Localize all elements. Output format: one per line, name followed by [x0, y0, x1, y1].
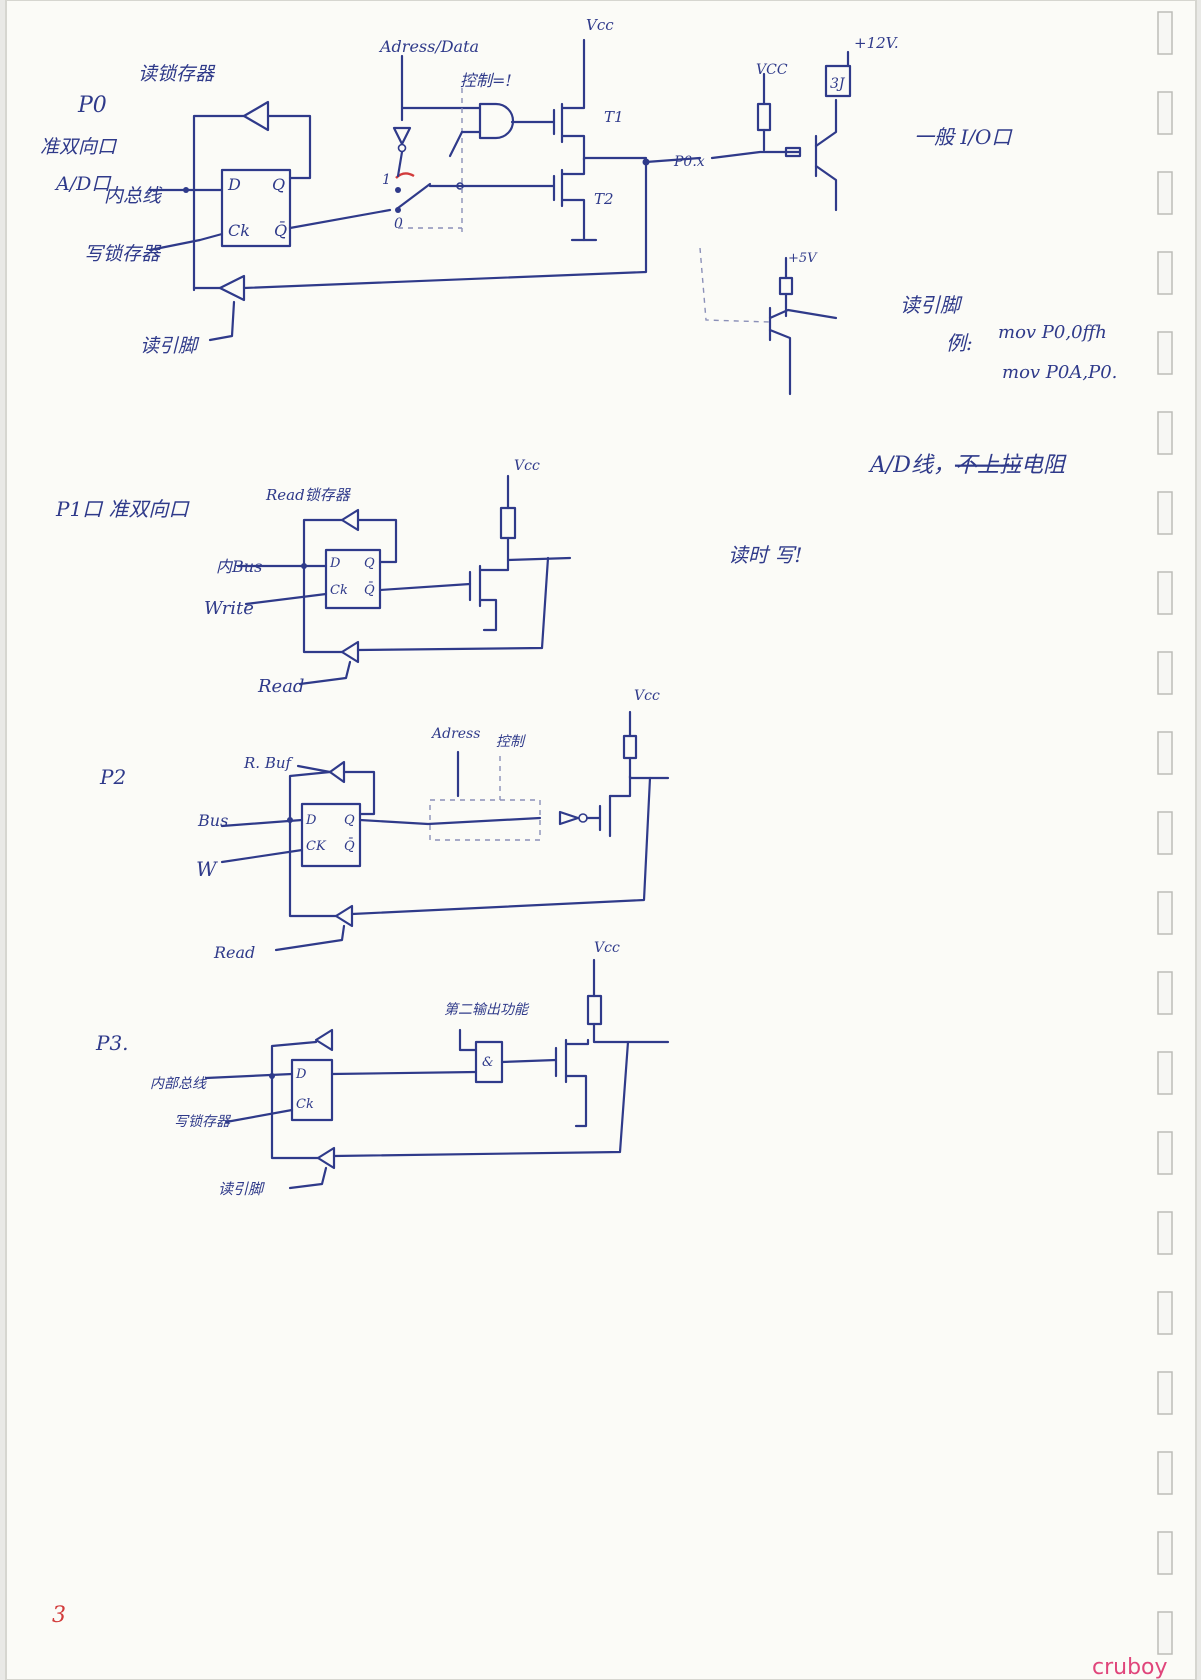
p2-rbuf-label: R. Buf	[243, 754, 294, 772]
p1-ff-ck: Ck	[330, 583, 348, 598]
p1-write-label: Write	[204, 598, 254, 619]
p0-5v-label: +5V	[788, 251, 818, 266]
p3-write-latch-label: 写锁存器	[174, 1114, 232, 1130]
diode-icon	[784, 146, 802, 158]
p0-sub1-label: 准双向口	[40, 136, 118, 158]
p2-title: P2	[99, 765, 126, 789]
p1-vcc-label: Vcc	[514, 458, 540, 474]
buffer-triangle-icon	[218, 274, 246, 302]
p0-relay-label: 3J	[830, 76, 846, 92]
d-flip-flop-icon	[324, 548, 382, 610]
p0-ctrl-label: 控制=!	[460, 71, 512, 90]
p1-read-latch-label: Read锁存器	[265, 486, 352, 504]
p0-read-pin2-label: 读引脚	[900, 293, 963, 317]
p1-ff-q: Q	[364, 556, 375, 571]
p0-vcc2-label: VCC	[756, 62, 788, 78]
p0-example-line1: mov P0,0ffh	[998, 322, 1107, 343]
p0-example-line2: mov P0A,P0.	[1002, 362, 1117, 383]
d-flip-flop-icon	[290, 1058, 334, 1122]
p0-t1-vcc: Vcc	[586, 16, 614, 34]
d-flip-flop-icon	[220, 168, 292, 248]
p0-ff-ck: Ck	[228, 221, 250, 240]
p1-ff-qn: Q̄	[364, 582, 375, 598]
p0-ff-q: Q	[272, 175, 285, 194]
p2-vcc-label: Vcc	[634, 688, 660, 704]
p3-gate-label: &	[482, 1055, 494, 1070]
relay-icon	[824, 64, 852, 98]
watermark: cruboy	[1092, 1655, 1168, 1680]
p0-switch-0: 0	[394, 216, 403, 232]
p3-circuit: P3. 内部总线 写锁存器 读引脚 第二输出功能 Vcc D Ck &	[95, 940, 670, 1198]
d-flip-flop-icon	[300, 802, 362, 868]
p1-title: P1口 准双向口	[55, 497, 191, 521]
p2-ff-q: Q	[344, 813, 355, 828]
p0-write-latch-label: 写锁存器	[84, 243, 162, 265]
p3-ff-ck: Ck	[296, 1097, 314, 1112]
p0-ad-note: A/D线，不上拉电阻	[868, 453, 1067, 478]
buffer-triangle-icon	[340, 640, 360, 664]
p2-w-label: W	[196, 857, 218, 881]
p3-read-pin-label: 读引脚	[218, 1180, 265, 1198]
p0-internal-bus-label: 内总线	[104, 185, 163, 207]
p0-addr-data-label: Adress/Data	[378, 37, 479, 56]
paper-sheet	[5, 0, 1197, 1680]
inverter-icon	[558, 810, 580, 826]
p3-title: P3.	[95, 1031, 129, 1055]
buffer-triangle-icon	[334, 904, 354, 928]
binding-tabs	[1157, 11, 1173, 1655]
p2-ff-d: D	[305, 813, 317, 828]
p0-t1-label: T1	[604, 108, 624, 126]
p0-title: P0	[77, 93, 107, 118]
p3-ff-d: D	[295, 1067, 307, 1082]
p0-sub2-label: A/D口	[54, 173, 112, 195]
p1-circuit: P1口 准双向口 Read锁存器 内Bus Write Read Vcc D Q…	[55, 458, 802, 697]
buffer-triangle-icon	[314, 1028, 334, 1052]
p0-circuit: P0 读锁存器 准双向口 A/D口 内总线 写锁存器 读引脚 Adress/Da…	[40, 16, 1117, 478]
p2-bus-label: Bus	[197, 811, 228, 830]
p3-internal-bus-label: 内部总线	[150, 1076, 208, 1092]
p3-second-func-label: 第二输出功能	[444, 1002, 530, 1018]
p2-ff-ck: CK	[306, 839, 327, 854]
p2-circuit: P2 R. Buf Bus W Read Adress 控制 Vcc D Q C…	[99, 688, 670, 962]
p0-t2-label: T2	[594, 190, 614, 208]
p0-switch-1: 1	[382, 172, 391, 188]
p2-ff-qn: Q̄	[344, 838, 355, 854]
p2-addr-label: Adress	[430, 726, 480, 742]
p0-example-label: 例:	[946, 331, 973, 355]
p0-read-latch-label: 读锁存器	[138, 63, 216, 85]
p1-note: 读时 写!	[728, 543, 802, 567]
buffer-triangle-icon	[316, 1146, 336, 1170]
p0-pin-label: P0.x	[673, 154, 705, 170]
p0-12v-label: +12V.	[854, 34, 899, 52]
p1-read-label: Read	[257, 676, 304, 697]
page-number: 3	[52, 1603, 66, 1628]
p1-ff-d: D	[329, 556, 341, 571]
p0-general-io-label: 一般 I/O口	[914, 125, 1013, 149]
p0-read-pin-label: 读引脚	[140, 335, 200, 357]
p0-ff-d: D	[227, 175, 241, 194]
p3-vcc-label: Vcc	[594, 940, 620, 956]
inverter-icon	[392, 126, 412, 146]
p2-ctrl-label: 控制	[496, 734, 526, 750]
p2-read-label: Read	[213, 943, 255, 962]
p0-ff-qn: Q̄	[274, 219, 287, 240]
